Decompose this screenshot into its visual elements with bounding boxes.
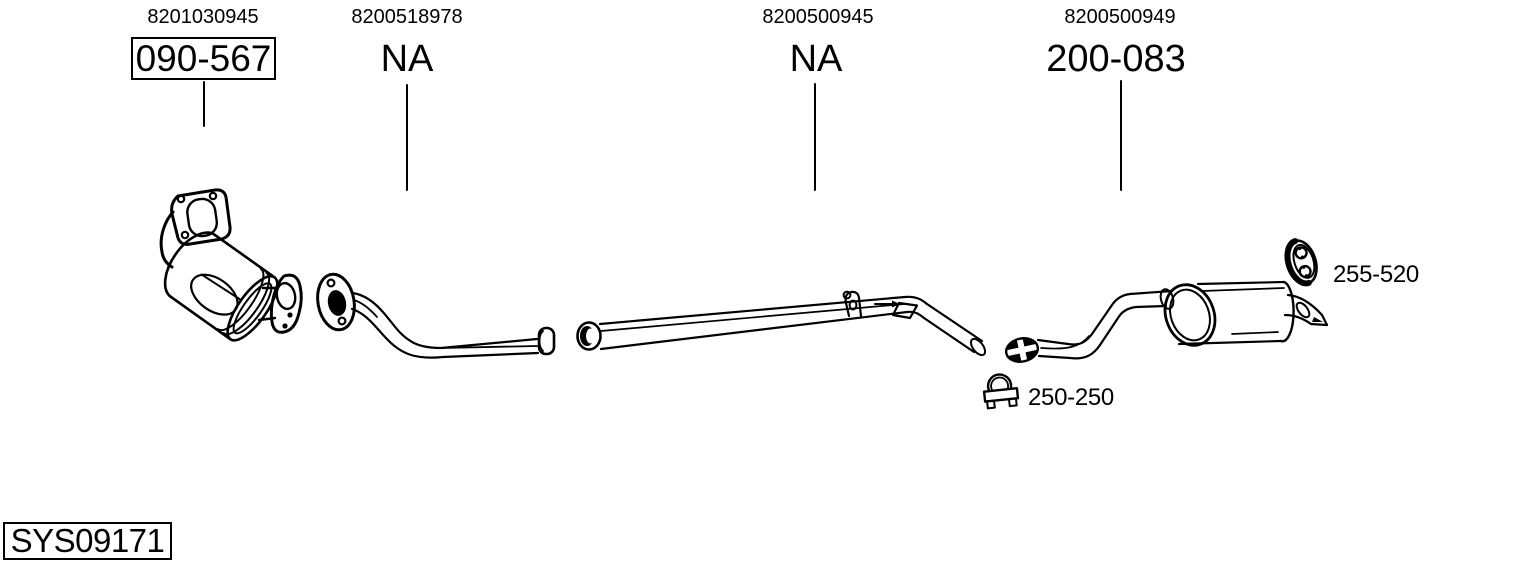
oe-number-catalytic-converter: 8201030945 xyxy=(147,6,259,28)
code-catalytic-converter: 090-567 xyxy=(135,37,272,79)
catalytic-converter-drawing xyxy=(159,188,303,342)
rubber-hanger-icon xyxy=(1284,238,1318,287)
rear-silencer-drawing xyxy=(1036,280,1329,360)
direction-arrow-marker xyxy=(874,300,919,320)
system-id: SYS09171 xyxy=(10,522,165,559)
system-id-box: SYS09171 xyxy=(3,522,172,560)
oe-number-center-pipe: 8200500945 xyxy=(762,6,874,28)
leader-lines xyxy=(203,80,1122,191)
hanger-bracket xyxy=(842,290,863,318)
front-pipe-drawing xyxy=(316,272,556,359)
code-rear-silencer: 200-083 xyxy=(1046,38,1186,80)
clamp-icon xyxy=(982,373,1020,410)
center-pipe-drawing xyxy=(576,290,987,357)
oe-number-front-pipe: 8200518978 xyxy=(351,6,463,28)
code-box-catalytic-converter: 090-567 xyxy=(131,37,276,80)
code-front-pipe: NA xyxy=(380,38,434,80)
oe-number-rear-silencer: 8200500949 xyxy=(1064,6,1176,28)
code-rubber-mounting: 255-520 xyxy=(1333,261,1419,288)
pipe-coupler-drawing xyxy=(1004,337,1040,363)
code-pipe-clamp: 250-250 xyxy=(1028,384,1114,411)
code-center-pipe: NA xyxy=(789,38,843,80)
